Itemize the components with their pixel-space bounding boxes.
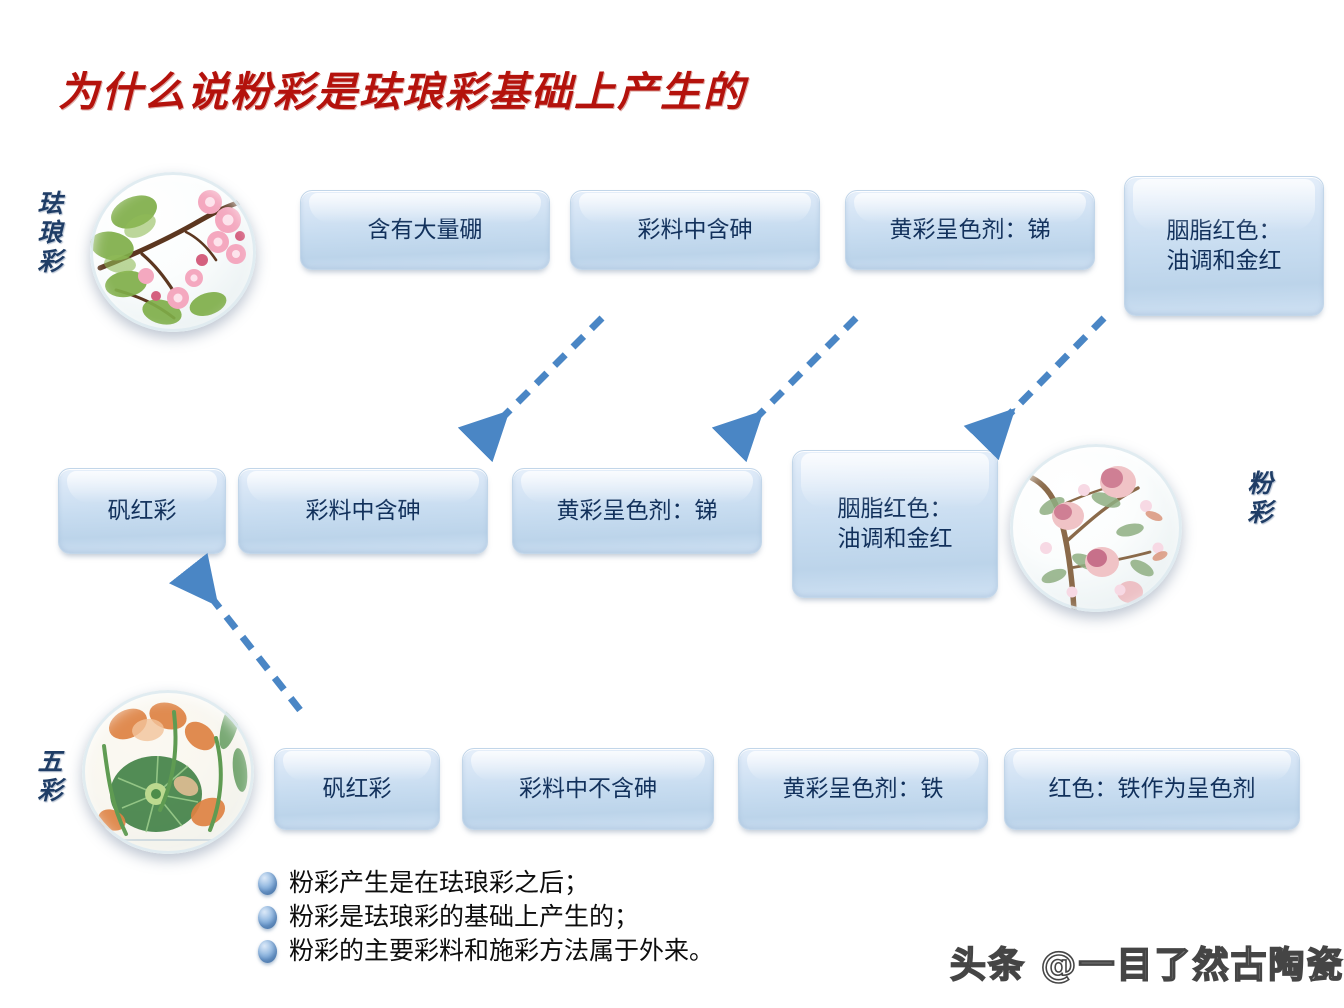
process-box-fencai-4[interactable]: 胭脂红色： 油调和金红 (792, 450, 998, 598)
conclusion-text-1: 粉彩产生是在珐琅彩之后； (289, 867, 590, 897)
bullet-dot-icon (258, 939, 277, 963)
process-box-wucai-2[interactable]: 彩料中不含砷 (462, 748, 714, 830)
process-box-fencai-1[interactable]: 矾红彩 (58, 468, 226, 554)
conclusion-text-2: 粉彩是珐琅彩的基础上产生的； (289, 901, 640, 931)
process-box-wucai-3[interactable]: 黄彩呈色剂：铁 (738, 748, 988, 830)
plate-image-wucai (82, 690, 254, 854)
bullet-dot-icon (258, 871, 277, 895)
process-box-fencai-2[interactable]: 彩料中含砷 (238, 468, 488, 554)
process-box-wucai-1[interactable]: 矾红彩 (274, 748, 440, 830)
process-box-falangcai-4[interactable]: 胭脂红色： 油调和金红 (1124, 176, 1324, 316)
list-item: 粉彩产生是在珐琅彩之后； (258, 866, 714, 900)
process-box-falangcai-3[interactable]: 黄彩呈色剂：锑 (845, 190, 1095, 270)
plate-image-fencai (1010, 444, 1182, 612)
page-title: 为什么说粉彩是珐琅彩基础上产生的 (58, 68, 746, 116)
conclusion-list: 粉彩产生是在珐琅彩之后； 粉彩是珐琅彩的基础上产生的； 粉彩的主要彩料和施彩方法… (258, 866, 714, 968)
category-label-fencai: 粉彩 (1244, 470, 1273, 528)
process-box-wucai-4[interactable]: 红色：铁作为呈色剂 (1004, 748, 1300, 830)
process-box-falangcai-1[interactable]: 含有大量硼 (300, 190, 550, 270)
list-item: 粉彩的主要彩料和施彩方法属于外来。 (258, 934, 714, 968)
category-label-falangcai: 珐琅彩 (34, 190, 63, 277)
bullet-dot-icon (258, 905, 277, 929)
process-box-falangcai-2[interactable]: 彩料中含砷 (570, 190, 820, 270)
category-label-wucai: 五彩 (34, 748, 63, 806)
process-box-fencai-3[interactable]: 黄彩呈色剂：锑 (512, 468, 762, 554)
arrow-falangcai-to-fencai-1 (457, 315, 605, 463)
plate-image-falangcai (90, 172, 256, 332)
arrow-falangcai-to-fencai-2 (711, 315, 859, 463)
arrow-falangcai-to-fencai-3 (963, 315, 1107, 461)
list-item: 粉彩是珐琅彩的基础上产生的； (258, 900, 714, 934)
watermark: 头条 @一目了然古陶瓷 (949, 944, 1344, 987)
conclusion-text-3: 粉彩的主要彩料和施彩方法属于外来。 (289, 935, 715, 965)
